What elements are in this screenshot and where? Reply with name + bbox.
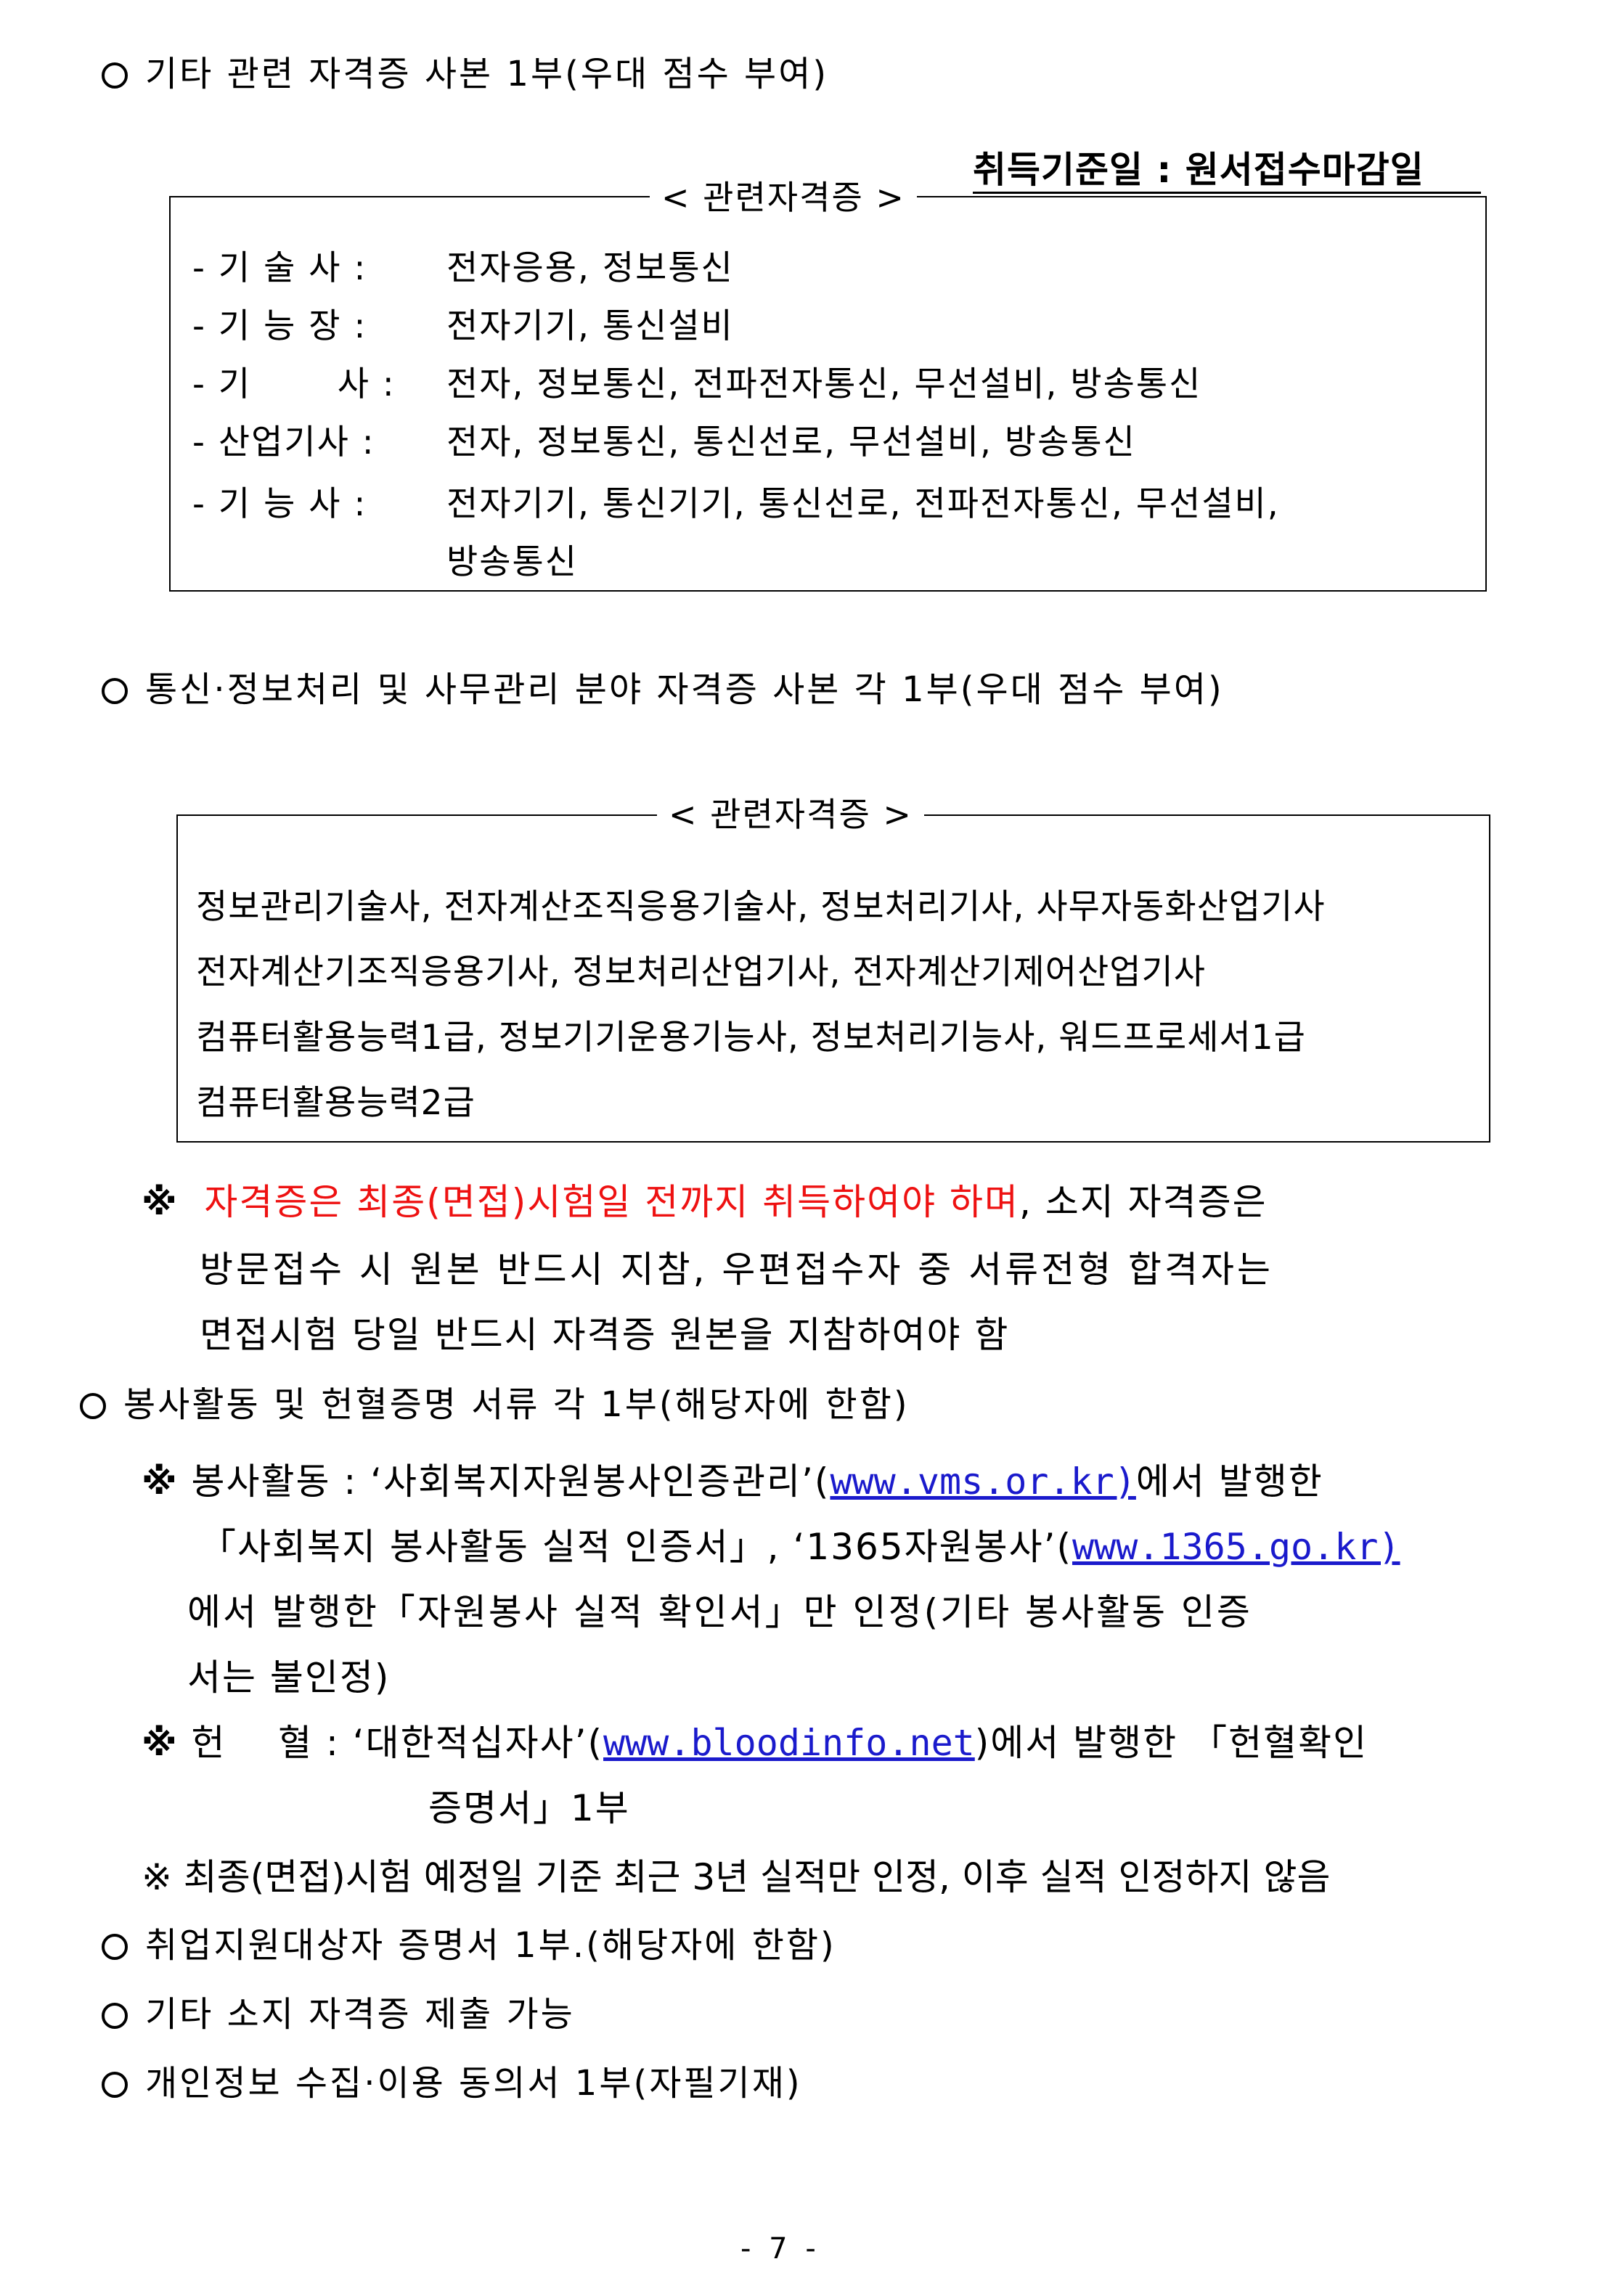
note-line: 서는 불인정) <box>187 1656 391 1699</box>
box-line: 정보관리기술사, 전자계산조직응용기술사, 정보처리기사, 사무자동화산업기사 <box>196 887 1326 927</box>
page-number: - 7 - <box>740 2232 820 2266</box>
list-item: 기타 관련 자격증 사본 1부(우대 점수 부여) <box>102 52 828 96</box>
box-row: - 기 능 사 :전자기기, 통신기기, 통신선로, 전파전자통신, 무선설비, <box>192 484 1280 524</box>
circle-bullet-icon <box>80 1393 106 1419</box>
bloodinfo-link[interactable]: www.bloodinfo.net <box>603 1722 975 1764</box>
list-item: 취업지원대상자 증명서 1부.(해당자에 한함) <box>102 1924 836 1967</box>
box-row-continuation: 방송통신 <box>446 542 578 582</box>
box-row: - 산업기사 :전자, 정보통신, 통신선로, 무선설비, 방송통신 <box>192 422 1136 462</box>
box-title: < 관련자격증 > <box>657 794 924 835</box>
item-text: 개인정보 수집·이용 동의서 1부(자필기재) <box>145 2063 802 2104</box>
box-title: < 관련자격증 > <box>650 177 917 218</box>
box-line: 전자계산기조직응용기사, 정보처리산업기사, 전자계산기제어산업기사 <box>196 952 1206 992</box>
box-line: 컴퓨터활용능력1급, 정보기기운용기능사, 정보처리기능사, 워드프로세서1급 <box>196 1018 1306 1058</box>
list-item: 개인정보 수집·이용 동의서 1부(자필기재) <box>102 2062 802 2105</box>
item-text: 기타 소지 자격증 제출 가능 <box>145 1994 575 2035</box>
volunteer-1365-link[interactable]: www.1365.go.kr) <box>1072 1526 1400 1568</box>
item-text: 봉사활동 및 헌혈증명 서류 각 1부(해당자에 한함) <box>123 1384 910 1425</box>
list-item: 기타 소지 자격증 제출 가능 <box>102 1993 575 2036</box>
note-mark: ※ <box>142 1181 179 1223</box>
box-row: - 기 능 장 :전자기기, 통신설비 <box>192 306 734 346</box>
box-line: 컴퓨터활용능력2급 <box>196 1083 476 1123</box>
note: ※ 봉사활동 : ‘사회복지자원봉사인증관리’(www.vms.or.kr)에서… <box>142 1460 1323 1503</box>
reference-date-wrap: 취득기준일 : 원서접수마감일 <box>973 148 1481 194</box>
note-line: 방문접수 시 원본 반드시 지참, 우편접수자 중 서류전형 합격자는 <box>200 1249 1274 1291</box>
box-row: - 기 사 :전자, 정보통신, 전파전자통신, 무선설비, 방송통신 <box>192 364 1202 404</box>
list-item: 봉사활동 및 헌혈증명 서류 각 1부(해당자에 한함) <box>80 1383 910 1426</box>
list-item: 통신·정보처리 및 사무관리 분야 자격증 사본 각 1부(우대 점수 부여) <box>102 668 1224 711</box>
item-text: 기타 관련 자격증 사본 1부(우대 점수 부여) <box>145 54 829 94</box>
vms-link[interactable]: www.vms.or.kr) <box>830 1460 1136 1503</box>
circle-bullet-icon <box>102 678 128 704</box>
circle-bullet-icon <box>102 2003 128 2029</box>
box-row: - 기 술 사 :전자응용, 정보통신 <box>192 248 734 288</box>
circle-bullet-icon <box>102 62 128 89</box>
note: ※ 헌 혈 : ‘대한적십자사’(www.bloodinfo.net)에서 발행… <box>142 1722 1368 1764</box>
circle-bullet-icon <box>102 1934 128 1960</box>
circle-bullet-icon <box>102 2072 128 2098</box>
reference-date: 취득기준일 : 원서접수마감일 <box>973 149 1424 191</box>
note-line: 「사회복지 봉사활동 실적 인증서」, ‘1365자원봉사’(www.1365.… <box>200 1526 1400 1568</box>
note-emphasis: 자격증은 최종(면접)시험일 전까지 취득하여야 하며 <box>204 1181 1019 1223</box>
note-line: 에서 발행한「자원봉사 실적 확인서」만 인정(기타 봉사활동 인증 <box>187 1591 1252 1633</box>
note-line: 면접시험 당일 반드시 자격증 원본을 지참하여야 함 <box>200 1314 1010 1356</box>
note: ※ 자격증은 최종(면접)시험일 전까지 취득하여야 하며, 소지 자격증은 <box>142 1181 1268 1223</box>
note-line: 증명서」1부 <box>428 1787 630 1829</box>
note: ※ 최종(면접)시험 예정일 기준 최근 3년 실적만 인정, 이후 실적 인정… <box>142 1856 1331 1898</box>
item-text: 취업지원대상자 증명서 1부.(해당자에 한함) <box>145 1925 836 1966</box>
item-text: 통신·정보처리 및 사무관리 분야 자격증 사본 각 1부(우대 점수 부여) <box>145 669 1224 710</box>
